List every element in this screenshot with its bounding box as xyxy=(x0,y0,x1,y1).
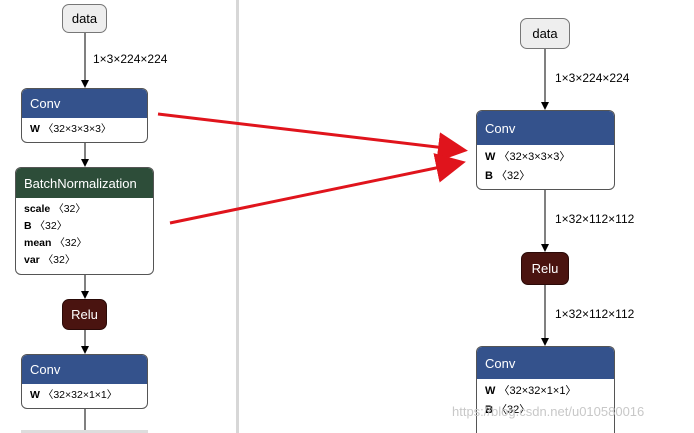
node-header: BatchNormalization xyxy=(16,168,153,198)
node-title: BatchNormalization xyxy=(24,175,137,191)
node-attributes: W 〈32×32×1×1〉 B 〈32〉 xyxy=(477,379,614,423)
node-header: Conv xyxy=(477,347,614,379)
input-node-label: data xyxy=(71,11,98,26)
node-header: Conv xyxy=(22,89,147,118)
attr-row: B 〈32〉 xyxy=(485,170,531,182)
input-node-data[interactable]: data xyxy=(520,18,570,49)
original-graph-pane[interactable]: data 1×3×224×224 Conv W 〈32×3×3×3〉 Batch… xyxy=(0,0,236,433)
node-attributes: scale 〈32〉 B 〈32〉 mean 〈32〉 var 〈32〉 xyxy=(16,198,153,272)
node-attributes: W 〈32×32×1×1〉 xyxy=(22,384,147,407)
node-title: Conv xyxy=(30,362,61,377)
conv-node[interactable]: Conv W 〈32×32×1×1〉 xyxy=(21,354,148,409)
attr-row: W 〈32×32×1×1〉 xyxy=(30,389,118,401)
edge-shape-label: 1×32×112×112 xyxy=(555,307,635,321)
attr-row: var 〈32〉 xyxy=(24,254,76,266)
node-title: Conv xyxy=(30,96,61,111)
watermark: https://blog.csdn.net/u010580016 xyxy=(452,404,645,419)
relu-node[interactable]: Relu xyxy=(521,252,569,285)
edge-shape-label: 1×3×224×224 xyxy=(555,71,630,85)
input-node-label: data xyxy=(532,26,558,41)
attr-row: W 〈32×3×3×3〉 xyxy=(485,151,571,163)
attr-row: W 〈32×32×1×1〉 xyxy=(485,385,577,397)
attr-row: mean 〈32〉 xyxy=(24,237,88,249)
attr-row: W 〈32×3×3×3〉 xyxy=(30,123,112,135)
node-header: Conv xyxy=(477,111,614,145)
node-title: Conv xyxy=(485,120,516,136)
attr-row: scale 〈32〉 xyxy=(24,203,86,215)
fused-conv-node[interactable]: Conv W 〈32×32×1×1〉 B 〈32〉 xyxy=(476,346,615,433)
attr-row: B 〈32〉 xyxy=(485,404,531,416)
node-title: Relu xyxy=(531,261,559,276)
node-title: Conv xyxy=(485,355,516,371)
input-node-data[interactable]: data xyxy=(62,4,107,33)
relu-node[interactable]: Relu xyxy=(62,299,107,330)
node-title: Relu xyxy=(71,307,98,322)
edge-shape-label: 1×32×112×112 xyxy=(555,212,635,226)
node-header: Conv xyxy=(22,355,147,384)
attr-row: B 〈32〉 xyxy=(24,220,68,232)
node-attributes: W 〈32×3×3×3〉 B 〈32〉 xyxy=(477,145,614,189)
conv-node[interactable]: Conv W 〈32×3×3×3〉 xyxy=(21,88,148,143)
fused-graph-pane[interactable]: data 1×3×224×224 Conv W 〈32×3×3×3〉 B 〈32… xyxy=(239,0,694,433)
batchnorm-node[interactable]: BatchNormalization scale 〈32〉 B 〈32〉 mea… xyxy=(15,167,154,275)
node-attributes: W 〈32×3×3×3〉 xyxy=(22,118,147,141)
edge-shape-label: 1×3×224×224 xyxy=(93,52,168,66)
fused-conv-node[interactable]: Conv W 〈32×3×3×3〉 B 〈32〉 xyxy=(476,110,615,190)
next-node-edge xyxy=(21,430,148,433)
